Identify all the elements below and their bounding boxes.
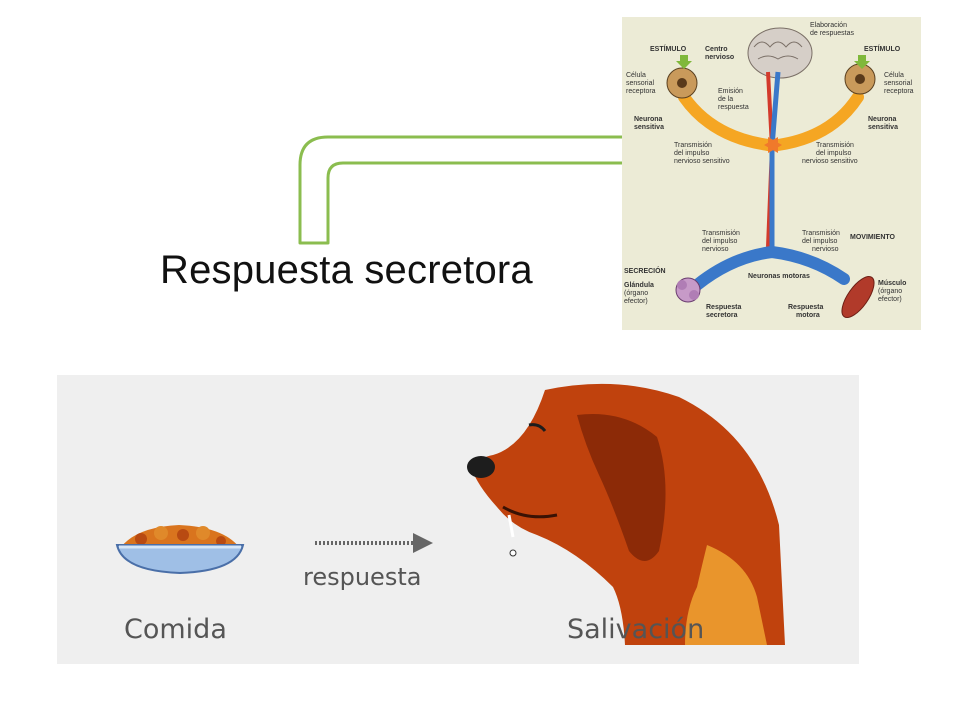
brain-icon — [747, 27, 813, 79]
label-trans-mot-l1: Transmisión — [702, 230, 740, 237]
reflex-arc-graphic: Elaboración de respuestas ESTÍMULO ESTÍM… — [624, 22, 914, 319]
sensory-path-right — [772, 91, 864, 151]
salivation-label: Salivación — [567, 614, 705, 645]
slide-title: Respuesta secretora — [160, 248, 533, 292]
label-emision-1: Emisión — [718, 88, 743, 95]
stimulus-arrow-left-icon — [676, 55, 692, 69]
label-celula-r1: Célula — [884, 72, 904, 79]
salivation-illustration — [115, 383, 785, 645]
label-celula-r2: sensorial — [884, 80, 912, 87]
label-estimulo-left: ESTÍMULO — [650, 44, 687, 53]
label-neuronas-motoras: Neuronas motoras — [748, 273, 810, 280]
label-celula-r3: receptora — [884, 88, 914, 95]
label-trans-sens-r1: Transmisión — [816, 142, 854, 149]
label-trans-mot-r1: Transmisión — [802, 230, 840, 237]
label-celula-l1: Célula — [626, 72, 646, 79]
label-neurona-l2: sensitiva — [634, 124, 664, 131]
salivation-panel — [57, 375, 859, 664]
label-elaboracion-1: Elaboración — [810, 22, 847, 29]
label-musculo-1: Músculo — [878, 280, 906, 287]
sensory-path-left — [678, 91, 774, 151]
label-trans-mot-l3: nervioso — [702, 246, 729, 253]
dog-head-icon — [467, 383, 785, 645]
label-resp-motora-2: motora — [796, 312, 820, 319]
label-resp-motora-1: Respuesta — [788, 304, 824, 311]
label-trans-sens-l1: Transmisión — [674, 142, 712, 149]
label-centro-2: nervioso — [705, 54, 734, 61]
motor-central-path — [769, 71, 781, 252]
label-movimiento: MOVIMIENTO — [850, 234, 896, 241]
label-glandula-2: (órgano — [624, 290, 648, 297]
response-arrow-icon — [315, 533, 433, 553]
food-bowl-icon — [115, 525, 245, 575]
label-celula-l3: receptora — [626, 88, 656, 95]
label-musculo-3: efector) — [878, 296, 902, 303]
food-label: Comida — [124, 614, 227, 645]
arrow-label: respuesta — [303, 563, 422, 591]
reflex-arc-diagram: Elaboración de respuestas ESTÍMULO ESTÍM… — [622, 17, 921, 330]
label-glandula-1: Glándula — [624, 282, 654, 289]
stimulus-arrow-right-icon — [854, 55, 870, 69]
label-centro-1: Centro — [705, 46, 728, 53]
label-trans-mot-r3: nervioso — [812, 246, 839, 253]
label-emision-2: de la — [718, 96, 733, 103]
label-estimulo-right: ESTÍMULO — [864, 44, 901, 53]
label-emision-3: respuesta — [718, 104, 749, 111]
motor-path-right — [766, 246, 850, 285]
label-trans-sens-r3: nervioso sensitivo — [802, 158, 858, 165]
label-elaboracion-2: de respuestas — [810, 30, 854, 37]
label-secrecion: SECRECIÓN — [624, 266, 666, 275]
label-neurona-r1: Neurona — [868, 116, 897, 123]
label-trans-sens-l3: nervioso sensitivo — [674, 158, 730, 165]
label-trans-mot-l2: del impulso — [702, 238, 738, 245]
label-trans-mot-r2: del impulso — [802, 238, 838, 245]
label-resp-secretora-2: secretora — [706, 312, 738, 319]
label-trans-sens-r2: del impulso — [816, 150, 852, 157]
label-neurona-l1: Neurona — [634, 116, 663, 123]
label-neurona-r2: sensitiva — [868, 124, 898, 131]
motor-path-left — [691, 246, 778, 291]
label-musculo-2: (órgano — [878, 288, 902, 295]
muscle-icon — [841, 276, 875, 318]
label-trans-sens-l2: del impulso — [674, 150, 710, 157]
label-celula-l2: sensorial — [626, 80, 654, 87]
label-glandula-3: efector) — [624, 298, 648, 305]
label-resp-secretora-1: Respuesta — [706, 304, 742, 311]
